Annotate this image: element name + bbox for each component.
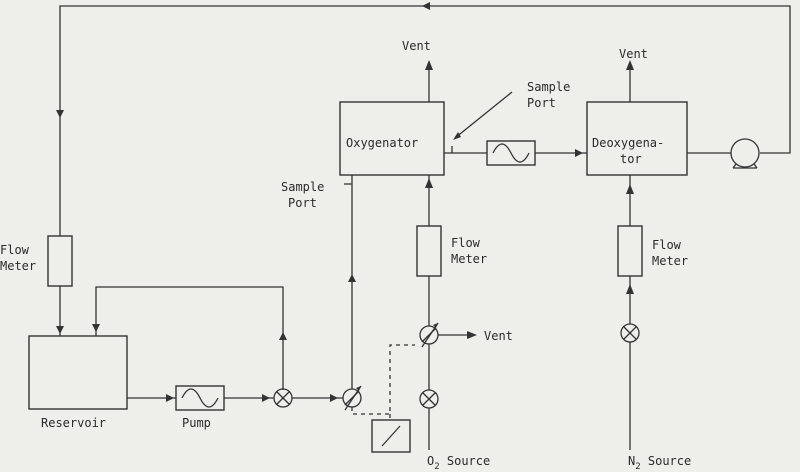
arrow-head (166, 394, 174, 402)
arrow-head (56, 110, 64, 118)
sample-port-label: Port (527, 96, 556, 110)
pump-label: Pump (182, 416, 211, 430)
sine-wave-icon (492, 143, 530, 163)
arrow-head (626, 184, 634, 194)
deoxygenator-label: Deoxygena- (592, 136, 664, 150)
pointer-line (454, 91, 513, 139)
arrow-head (575, 149, 583, 157)
arrow-head (262, 394, 270, 402)
arrow-head (279, 332, 287, 340)
n2-source-label: N2 Source (628, 454, 691, 472)
vent-label: Vent (619, 47, 648, 61)
arrow-head (330, 394, 338, 402)
reservoir-box (28, 335, 128, 410)
arrow-head (453, 132, 461, 140)
sample-port-label: Sample (527, 80, 570, 94)
flow-meter-label: Meter (0, 259, 36, 273)
oxygenator-box (339, 101, 445, 176)
deoxygenator-box (586, 101, 688, 176)
sample-port-label: Sample (281, 180, 324, 194)
control-signal-line (351, 344, 415, 415)
arrow-head (626, 284, 634, 294)
recirculation-line (59, 5, 791, 236)
deoxygenator-label: tor (620, 152, 642, 166)
flow-meter-label: Meter (451, 252, 487, 266)
flow-meter-label: Flow (652, 238, 682, 252)
flow-meter-left (47, 235, 73, 287)
oxygenator-label: Oxygenator (346, 136, 418, 150)
arrow-head (425, 60, 433, 70)
return-line (95, 286, 284, 390)
controller-box (371, 419, 411, 453)
flow-meter-label: Meter (652, 254, 688, 268)
adjustable-valve-icon (342, 385, 362, 411)
adjustable-valve-icon (419, 322, 439, 348)
arrow-head (425, 178, 433, 188)
sample-port-label: Port (288, 196, 317, 210)
arrow-head (626, 60, 634, 70)
flow-meter-middle (416, 225, 442, 277)
arrow-head (422, 2, 430, 10)
sine-wave-icon (181, 388, 219, 408)
valve-icon (620, 323, 640, 343)
slash-icon (381, 425, 401, 447)
arrow-head (348, 274, 356, 282)
arrow-head (92, 324, 100, 332)
flow-meter-right (617, 225, 643, 277)
reservoir-label: Reservoir (41, 416, 106, 430)
valve-icon (273, 388, 293, 408)
arrow-head (467, 331, 477, 339)
flow-meter-label: Flow (0, 243, 30, 257)
arrow-head (56, 326, 64, 334)
pump-icon (730, 138, 760, 169)
vent-label: Vent (484, 329, 513, 343)
o2-source-label: O2 Source (427, 454, 490, 472)
vent-label: Vent (402, 39, 431, 53)
flow-meter-label: Flow (451, 236, 481, 250)
valve-icon (419, 389, 439, 409)
